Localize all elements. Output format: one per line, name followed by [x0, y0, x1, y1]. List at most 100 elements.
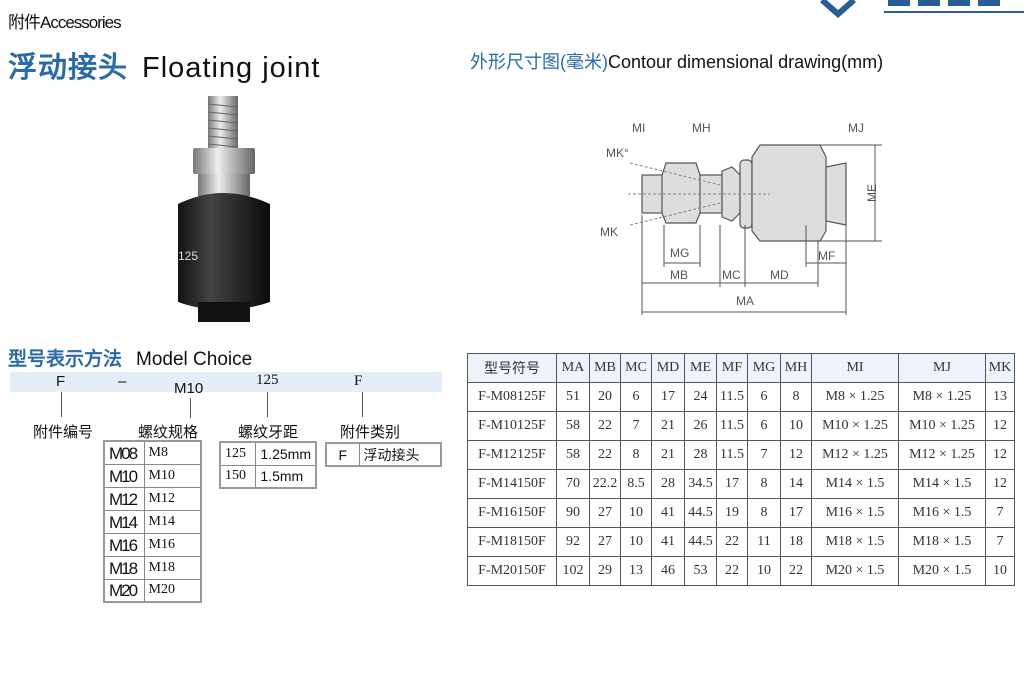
table-cell: F-M20150F [467, 556, 557, 586]
table-cell: F-M08125F [467, 382, 557, 412]
table-cell: 7 [985, 498, 1015, 528]
table-cell: 22 [716, 527, 748, 557]
brand-logo [818, 0, 1024, 27]
column-header: MA [556, 353, 590, 383]
label-me: ME [865, 184, 879, 202]
table-cell: 102 [556, 556, 590, 586]
label-mh: MH [692, 121, 711, 135]
code-thread: M10 [174, 380, 204, 397]
column-header: MC [620, 353, 652, 383]
table-cell: F-M14150F [467, 469, 557, 499]
table-cell: M16 × 1.5 [898, 498, 986, 528]
table-cell: 17 [651, 382, 685, 412]
table-cell: 19 [716, 498, 748, 528]
table-cell: 22 [589, 411, 621, 441]
drawing-heading-en: Contour dimensional drawing(mm) [608, 52, 884, 72]
table-cell: 90 [556, 498, 590, 528]
product-image: 125 [168, 92, 283, 332]
table-cell: 58 [556, 411, 590, 441]
label-mb: MB [670, 268, 688, 282]
column-header: MJ [898, 353, 986, 383]
table-cell: 17 [716, 469, 748, 499]
thread-option-code: M18 [103, 555, 145, 580]
table-cell: 51 [556, 382, 590, 412]
table-cell: 44.5 [684, 527, 717, 557]
table-cell: 7 [747, 440, 781, 470]
table-cell: 17 [780, 498, 812, 528]
table-cell: M20 × 1.5 [898, 556, 986, 586]
table-cell: M18 × 1.5 [898, 527, 986, 557]
label-type: 附件类别 [340, 424, 401, 441]
thread-option-code: M14 [103, 509, 145, 534]
table-cell: F-M12125F [467, 440, 557, 470]
code-type: F [354, 373, 363, 389]
dimension-drawing: MI MH MJ MK° MK ME MG MF MB MC MD MA [600, 105, 900, 320]
table-cell: 13 [985, 382, 1015, 412]
label-md: MD [770, 268, 789, 282]
table-cell: M16 × 1.5 [811, 498, 899, 528]
label-mj: MJ [848, 121, 864, 135]
table-cell: M12 × 1.25 [811, 440, 899, 470]
table-cell: 70 [556, 469, 590, 499]
table-cell: F-M18150F [467, 527, 557, 557]
table-cell: 8 [780, 382, 812, 412]
table-cell: 22 [780, 556, 812, 586]
label-prefix: 附件编号 [33, 424, 94, 441]
table-cell: 10 [620, 498, 652, 528]
column-header: 型号符号 [467, 353, 557, 383]
title-cn: 浮动接头 [8, 52, 129, 84]
table-cell: 12 [985, 440, 1015, 470]
table-cell: 12 [985, 469, 1015, 499]
drawing-heading: 外形尺寸图(毫米)Contour dimensional drawing(mm) [470, 48, 883, 74]
table-cell: 44.5 [684, 498, 717, 528]
table-cell: 18 [780, 527, 812, 557]
thread-option-value: M10 [143, 463, 202, 488]
column-header: MH [780, 353, 812, 383]
table-cell: 21 [651, 440, 685, 470]
connector-line [362, 392, 363, 417]
table-cell: 14 [780, 469, 812, 499]
label-mg: MG [670, 246, 689, 260]
thread-option-value: M16 [143, 532, 202, 557]
thread-option-value: M18 [143, 555, 202, 580]
thread-option-code: M08 [103, 440, 145, 465]
thread-option-value: M12 [143, 486, 202, 511]
table-cell: F-M16150F [467, 498, 557, 528]
table-cell: 8 [747, 498, 781, 528]
table-cell: F-M10125F [467, 411, 557, 441]
table-cell: 53 [684, 556, 717, 586]
table-cell: M14 × 1.5 [898, 469, 986, 499]
table-cell: 12 [780, 440, 812, 470]
table-cell: 10 [747, 556, 781, 586]
table-cell: 92 [556, 527, 590, 557]
thread-option-value: M8 [143, 440, 202, 465]
table-cell: M8 × 1.25 [811, 382, 899, 412]
table-cell: 10 [985, 556, 1015, 586]
connector-line [61, 392, 62, 417]
pitch-option-code: 150 [219, 464, 257, 489]
table-cell: 21 [651, 411, 685, 441]
thread-option-value: M14 [143, 509, 202, 534]
table-cell: M12 × 1.25 [898, 440, 986, 470]
code-dash: – [118, 373, 127, 390]
table-cell: 7 [620, 411, 652, 441]
table-cell: M14 × 1.5 [811, 469, 899, 499]
label-mc: MC [722, 268, 741, 282]
connector-line [190, 398, 191, 418]
drawing-heading-cn: 外形尺寸图(毫米) [470, 52, 608, 72]
